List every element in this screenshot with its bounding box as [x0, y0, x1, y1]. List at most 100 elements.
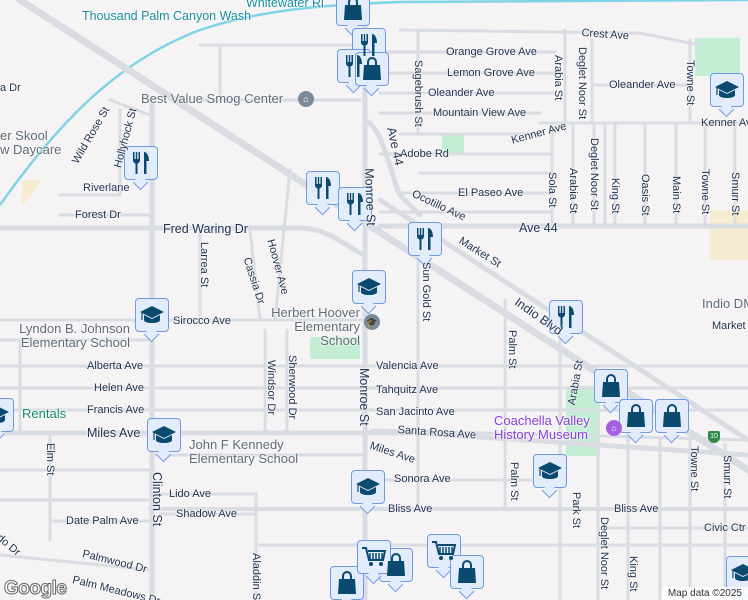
street-label: Main St: [670, 176, 682, 214]
school-marker[interactable]: [147, 418, 181, 452]
restaurant-marker[interactable]: [549, 300, 583, 334]
hoover-school-label[interactable]: Herbert Hoover Elementary School: [271, 305, 360, 348]
museum-pin-icon[interactable]: ⌂: [606, 420, 622, 436]
fork-knife-icon: [344, 192, 366, 216]
street-label: Windsor Dr: [265, 360, 277, 416]
fork-knife-icon: [555, 305, 577, 329]
park: [310, 337, 360, 359]
school-marker[interactable]: [726, 556, 748, 590]
shopping-marker[interactable]: [655, 399, 689, 433]
shopping-bag-icon: [361, 57, 383, 81]
street-label: San Jacinto Ave: [376, 406, 455, 418]
graduation-cap-icon: [355, 476, 381, 498]
street-label: Kenner Ave: [701, 117, 748, 129]
street-label: Shadow Ave: [176, 508, 237, 520]
restaurant-marker[interactable]: [124, 146, 158, 180]
jfk-school-label[interactable]: John F Kennedy Elementary School: [189, 437, 299, 466]
street-label: Alberta Ave: [87, 360, 144, 372]
shopping-marker[interactable]: [336, 0, 370, 26]
shopping-marker[interactable]: [619, 399, 653, 433]
school-marker[interactable]: [352, 270, 386, 304]
shopping-marker[interactable]: [594, 369, 628, 403]
shopping-bag-icon: [661, 404, 683, 428]
museum-label[interactable]: Coachella Valley History Museum: [494, 413, 590, 442]
dmv-label[interactable]: Indio DM: [702, 296, 748, 311]
restaurant-marker[interactable]: [306, 171, 340, 205]
street-label: Aladdin St: [250, 553, 262, 600]
smog-center-label[interactable]: Best Value Smog Center: [141, 91, 284, 106]
street-label: Oasis St: [639, 174, 651, 216]
street-label: Valencia Ave: [376, 360, 439, 372]
restaurant-marker[interactable]: [408, 222, 442, 256]
rentals-label[interactable]: Rentals: [22, 406, 67, 421]
fork-knife-icon: [130, 151, 152, 175]
daycare-label[interactable]: er Skool: [0, 128, 48, 143]
shopping-cart-icon: [361, 546, 387, 568]
google-logo[interactable]: Google: [3, 578, 67, 600]
school-marker[interactable]: [135, 298, 169, 332]
street-label: El Paseo Ave: [458, 187, 524, 199]
shopping-marker[interactable]: [355, 52, 389, 86]
fork-knife-icon: [414, 227, 436, 251]
street-label: Sola St: [546, 172, 558, 208]
graduation-cap-icon: [537, 460, 563, 482]
graduation-cap-icon: [714, 79, 740, 101]
street-label: Clinton St: [150, 472, 164, 527]
street-label: Tahquitz Ave: [376, 384, 439, 396]
wash-label: Thousand Palm Canyon Wash: [82, 9, 252, 23]
miles-ave-road: [0, 430, 748, 458]
street-label: Smurr St: [721, 455, 733, 499]
street-label: Market: [712, 320, 746, 332]
map-attribution[interactable]: Map data ©2025: [661, 587, 748, 600]
street-label: Towne St: [684, 60, 696, 106]
street-label: Orange Grove Ave: [446, 46, 537, 58]
street-label: Monroe St: [357, 368, 371, 426]
street-label: Civic Ctr: [704, 522, 746, 534]
landmark-pin-icon[interactable]: ⌂: [298, 91, 314, 107]
restaurant-marker[interactable]: [338, 187, 372, 221]
street-label: Bliss Ave: [388, 503, 433, 515]
shopping-bag-icon: [336, 571, 358, 595]
street-label: Larrea St: [198, 242, 210, 288]
street-label: Deglet Noor St: [576, 47, 588, 120]
street-label: Sun Gold St: [420, 262, 432, 322]
river-label: Whitewater Ri: [246, 0, 324, 10]
street-label: Fred Waring Dr: [163, 222, 248, 236]
minor-roads: [0, 28, 748, 600]
street-label: Riverlane: [83, 182, 130, 194]
street-label: Elm St: [44, 443, 56, 476]
street-label: Arabia St: [552, 55, 564, 101]
lbj-school-label[interactable]: Lyndon B. Johnson Elementary School: [19, 321, 130, 350]
street-label: Arabia St: [567, 168, 579, 214]
street-label: Adobe Rd: [400, 148, 449, 160]
shopping-marker[interactable]: [450, 555, 484, 589]
street-label: Sonora Ave: [394, 473, 451, 485]
street-label: Oleander Ave: [609, 79, 676, 91]
grocery-marker[interactable]: [357, 540, 391, 574]
school-pin-icon[interactable]: 🎓: [364, 314, 380, 330]
school-marker[interactable]: [351, 470, 385, 504]
shopping-bag-icon: [456, 560, 478, 584]
shopping-bag-icon: [385, 553, 407, 577]
fred-waring-road: [0, 225, 368, 258]
street-label: a Dr: [0, 82, 21, 94]
graduation-cap-icon: [356, 276, 382, 298]
daycare-label-2[interactable]: w Daycare: [0, 142, 62, 157]
street-label: Palm St: [508, 462, 520, 501]
fork-knife-icon: [358, 33, 380, 57]
land-area: [710, 210, 748, 260]
graduation-cap-icon: [730, 562, 748, 584]
school-marker[interactable]: [710, 73, 744, 107]
graduation-cap-icon: [151, 424, 177, 446]
school-marker[interactable]: [0, 398, 14, 432]
school-marker[interactable]: [533, 454, 567, 488]
street-label: Palm St: [506, 330, 518, 369]
street-label: Towne St: [699, 169, 711, 215]
street-label: Park St: [570, 492, 582, 529]
street-label: Monroe St: [362, 168, 379, 227]
street-label: Sagebrush St: [412, 60, 424, 127]
street-label: King St: [627, 556, 639, 592]
park: [442, 134, 464, 154]
